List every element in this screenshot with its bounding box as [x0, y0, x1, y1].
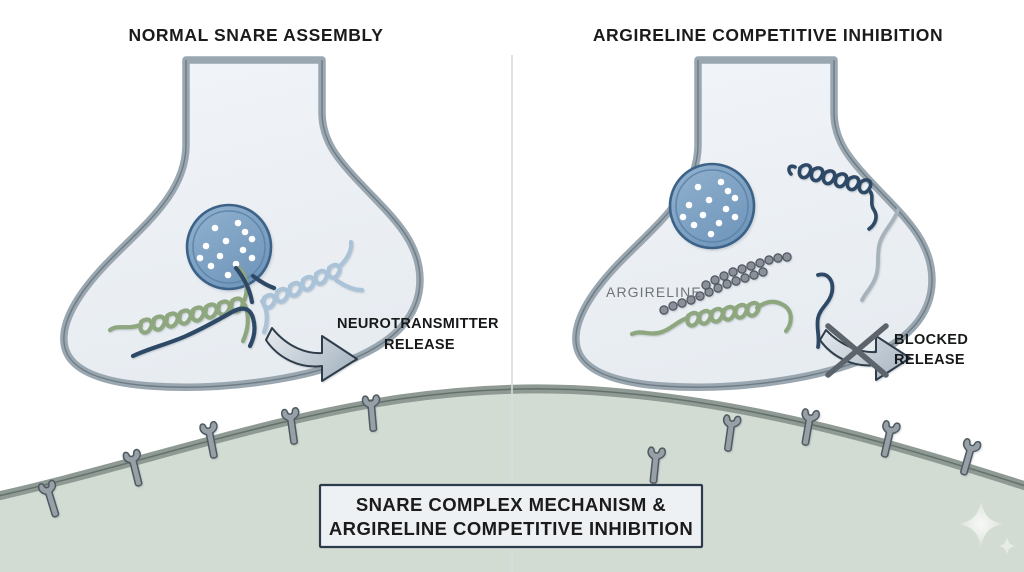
curved-arrow-right-icon [265, 327, 358, 382]
caption-line-1: SNARE COMPLEX MECHANISM & [356, 494, 666, 515]
receptor-group-right [647, 408, 982, 484]
vesicle-outer-membrane [668, 162, 756, 250]
presynaptic-axon-terminal [572, 56, 936, 391]
panel-argireline-competitive-inhibition: ARGIRELINE BLOCKED RELEASE ARGIRELINE CO… [572, 25, 968, 391]
neurotransmitter-release-arrow [265, 327, 358, 382]
neurotransmitter-receptor [647, 446, 666, 484]
neurotransmitter-receptor [880, 420, 901, 458]
vesicle-inner-membrane [192, 210, 266, 284]
argireline-label: ARGIRELINE [606, 284, 702, 300]
free-syntaxin-coil [787, 163, 878, 231]
blocked-release-label-line2: RELEASE [894, 352, 965, 368]
vesicle-inner-membrane [675, 169, 749, 243]
synaptic-vesicle [668, 162, 756, 250]
panel-title-left: NORMAL SNARE ASSEMBLY [128, 25, 383, 45]
neurotransmitter-receptor [361, 394, 381, 432]
blocked-release-label-line1: BLOCKED [894, 332, 968, 348]
argireline-peptide-chain [659, 252, 792, 315]
terminal-inner-outline [63, 60, 421, 388]
receptor-group-left [37, 394, 381, 518]
neurotransmitter-receptor [960, 438, 982, 476]
neurotransmitter-release-label-line1: NEUROTRANSMITTER [337, 316, 499, 332]
blocked-release-icon-group [819, 323, 911, 381]
caption-line-2: ARGIRELINE COMPETITIVE INHIBITION [329, 518, 693, 539]
panel-title-right: ARGIRELINE COMPETITIVE INHIBITION [593, 25, 943, 45]
neurotransmitter-receptor [37, 479, 60, 518]
snap25-helix [107, 265, 250, 344]
vamp-helix [259, 239, 365, 335]
neurotransmitter-receptor [122, 448, 143, 487]
syntaxin-strand [130, 265, 277, 359]
free-syntaxin-strand [815, 272, 835, 349]
synaptic-vesicle [185, 203, 273, 291]
neurotransmitter-receptor [199, 420, 218, 459]
sparkle-watermark-icon [958, 500, 1016, 555]
neurotransmitter-release-label-line2: RELEASE [384, 337, 455, 353]
snap25-helix [629, 299, 793, 337]
neurotransmitter-dots [196, 219, 256, 279]
free-vamp-strand [860, 208, 900, 302]
vesicle-outer-membrane [185, 203, 273, 291]
free-snare-proteins [787, 163, 900, 349]
caption-box: SNARE COMPLEX MECHANISM & ARGIRELINE COM… [318, 483, 704, 549]
snare-complex-assembled [107, 239, 365, 359]
neurotransmitter-receptor [722, 414, 742, 452]
neurotransmitter-dots [679, 178, 739, 238]
caption-box-background [318, 483, 704, 549]
terminal-inner-outline [575, 60, 933, 388]
panel-normal-snare-assembly: NEUROTRANSMITTER RELEASE NORMAL SNARE AS… [60, 25, 499, 391]
crossed-out-arrow-icon [825, 323, 889, 378]
neurotransmitter-receptor [281, 407, 300, 445]
neurotransmitter-receptor [801, 408, 820, 446]
